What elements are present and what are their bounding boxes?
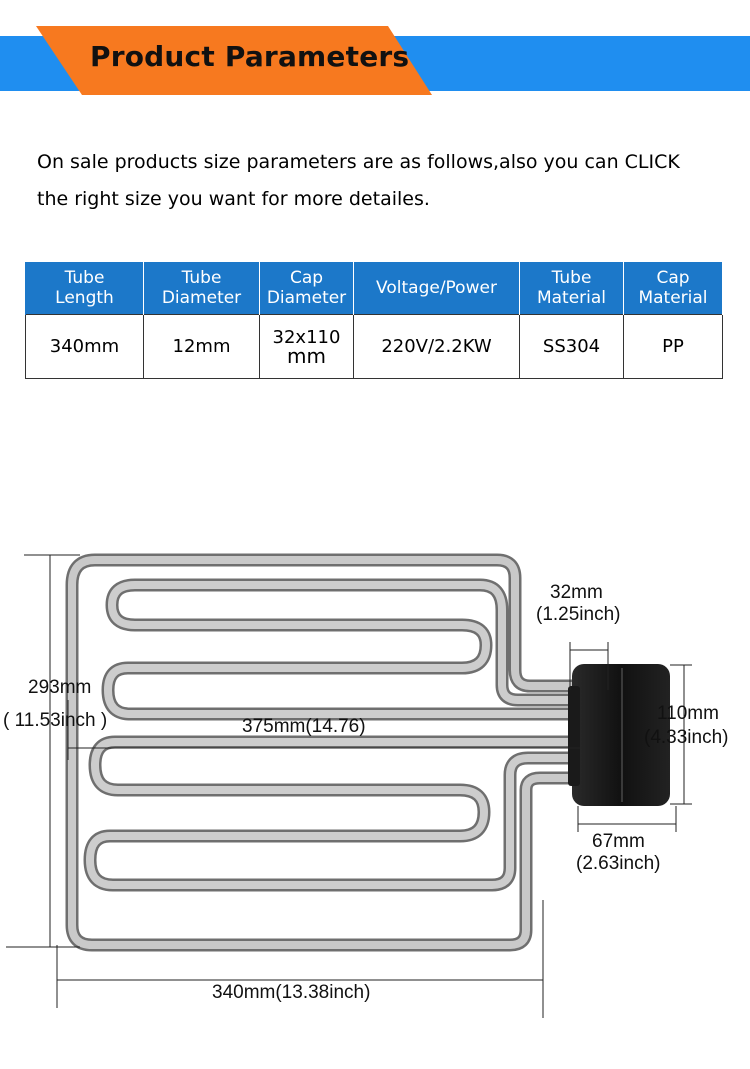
cap-width-inch-label: (2.63inch)	[576, 853, 661, 874]
black-cap	[568, 664, 670, 806]
product-parameters-banner: Product Parameters	[0, 0, 750, 110]
cap-offset-inch-label: (1.25inch)	[536, 604, 621, 625]
intro-line-2: the right size you want for more detaile…	[37, 188, 430, 210]
cap-height-mm-label: 110mm	[657, 703, 719, 724]
height-mm-label: 293mm	[28, 677, 92, 698]
cell-tube-diameter: 12mm	[143, 314, 260, 379]
dimension-lines	[6, 554, 692, 1018]
lower-serpentine-tube	[83, 735, 585, 892]
outer-tube	[65, 553, 585, 952]
upper-serpentine-tube	[101, 578, 585, 721]
cap-width-mm-label: 67mm	[592, 831, 645, 852]
header-voltage-power: Voltage/Power	[353, 262, 520, 315]
heating-element-drawing: 293mm ( 11.53inch ) 375mm(14.76) 32mm (1…	[0, 540, 750, 1040]
heating-element-diagram	[6, 553, 692, 1018]
banner-graphic	[0, 26, 750, 95]
intro-line-1: On sale products size parameters are as …	[37, 151, 680, 173]
cell-cap-diameter: 32x110 mm	[259, 314, 354, 379]
banner-title: Product Parameters	[90, 40, 410, 73]
length-center-label: 375mm(14.76)	[242, 716, 366, 737]
cap-height-inch-label: (4.33inch)	[644, 727, 729, 748]
cell-voltage-power: 220V/2.2KW	[353, 314, 520, 379]
table-row: 340mm 12mm 32x110 mm 220V/2.2KW SS304 PP	[25, 314, 723, 379]
cap-offset-mm-label: 32mm	[550, 582, 603, 603]
width-total-label: 340mm(13.38inch)	[212, 982, 371, 1003]
cell-tube-material: SS304	[519, 314, 624, 379]
cell-tube-length: 340mm	[25, 314, 144, 379]
intro-text: On sale products size parameters are as …	[37, 144, 737, 218]
height-inch-label: ( 11.53inch )	[3, 710, 108, 731]
cell-cap-material: PP	[623, 314, 723, 379]
